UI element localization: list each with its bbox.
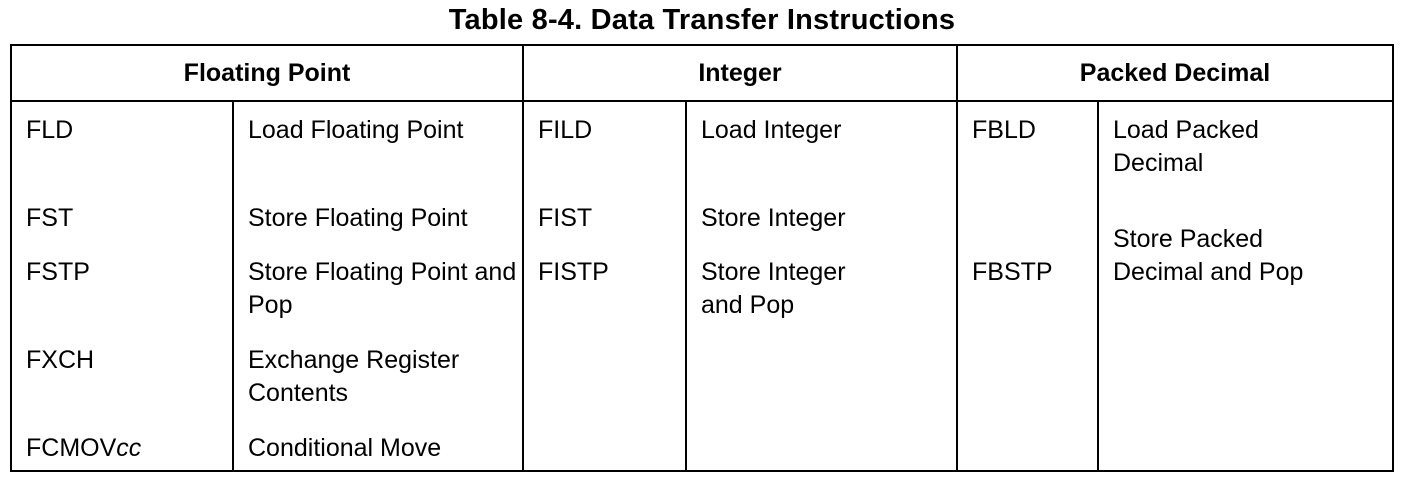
fp-mnemonic: FSTP [26, 258, 90, 286]
table-title: Table 8-4. Data Transfer Instructions [448, 4, 956, 36]
fp-description-column: Load Floating Point Store Floating Point… [232, 101, 524, 471]
fp-description: Exchange Register Contents [248, 346, 460, 407]
int-mnemonic-column: FILD FIST FISTP [522, 101, 687, 471]
fp-mnemonic-base: FCMOV [26, 434, 117, 462]
int-description-column: Load Integer Store Integer Store Integer… [685, 101, 958, 471]
fp-mnemonic: FXCH [26, 346, 95, 374]
header-packed-decimal: Packed Decimal [956, 44, 1394, 102]
int-mnemonic: FISTP [538, 258, 609, 286]
fp-description: Conditional Move [248, 434, 442, 462]
int-mnemonic: FILD [538, 116, 593, 144]
fp-description: Load Floating Point [248, 116, 464, 144]
fp-mnemonic: FCMOVcc [26, 432, 232, 465]
fp-mnemonic: FLD [26, 116, 74, 144]
fp-mnemonic-column: FLD FST FSTP FXCH FCMOVcc [10, 101, 234, 471]
int-description: Store Integer [701, 204, 846, 232]
header-integer: Integer [522, 44, 958, 102]
fp-description: Store Floating Point and Pop [248, 258, 517, 319]
table-row: FLD FST FSTP FXCH FCMOVcc Load Floating … [10, 101, 1394, 471]
fp-mnemonic: FST [26, 204, 74, 232]
header-floating-point: Floating Point [10, 44, 524, 102]
fp-mnemonic-suffix: cc [116, 434, 142, 462]
int-description: Store Integer and Pop [701, 258, 846, 319]
pd-mnemonic: FBSTP [972, 258, 1053, 286]
header-row: Floating Point Integer Packed Decimal [10, 44, 1394, 102]
int-mnemonic: FIST [538, 204, 593, 232]
int-description: Load Integer [701, 116, 842, 144]
data-transfer-table: Floating Point Integer Packed Decimal FL… [10, 44, 1394, 472]
pd-description: Load Packed Decimal [1113, 116, 1259, 177]
pd-description: Store Packed Decimal and Pop [1113, 225, 1304, 286]
pd-mnemonic-column: FBLD FBSTP [956, 101, 1099, 471]
pd-mnemonic: FBLD [972, 116, 1036, 144]
pd-description-column: Load Packed Decimal Store Packed Decimal… [1097, 101, 1394, 471]
fp-description: Store Floating Point [248, 204, 468, 232]
